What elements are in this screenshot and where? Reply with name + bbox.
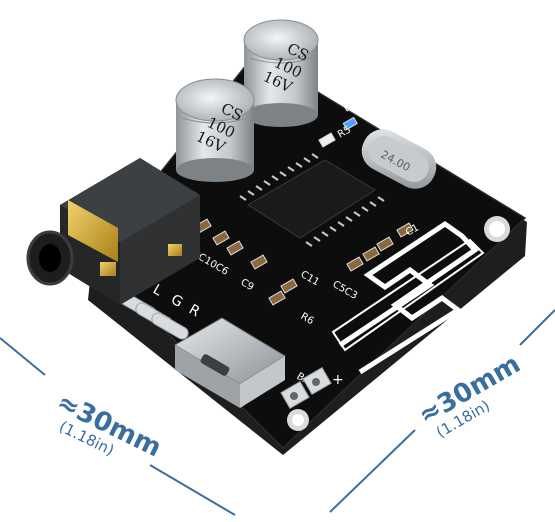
battery-pads <box>280 367 332 409</box>
crystal-oscillator: 24.00 <box>361 129 437 189</box>
label-plus: + <box>332 372 344 388</box>
audio-jack <box>26 158 200 305</box>
micro-usb-connector <box>174 317 286 408</box>
label-blue: BLUE <box>342 92 370 114</box>
capacitor-bottom: CS 100 16V <box>175 78 255 182</box>
capacitor-top: CS 100 16V <box>243 19 319 127</box>
ic-chip <box>239 153 385 247</box>
smd-components <box>194 116 414 306</box>
mounting-hole-icon <box>484 216 510 242</box>
led-blue-icon <box>342 116 358 131</box>
antenna-trace <box>331 220 485 375</box>
mounting-hole-icon <box>287 409 309 431</box>
